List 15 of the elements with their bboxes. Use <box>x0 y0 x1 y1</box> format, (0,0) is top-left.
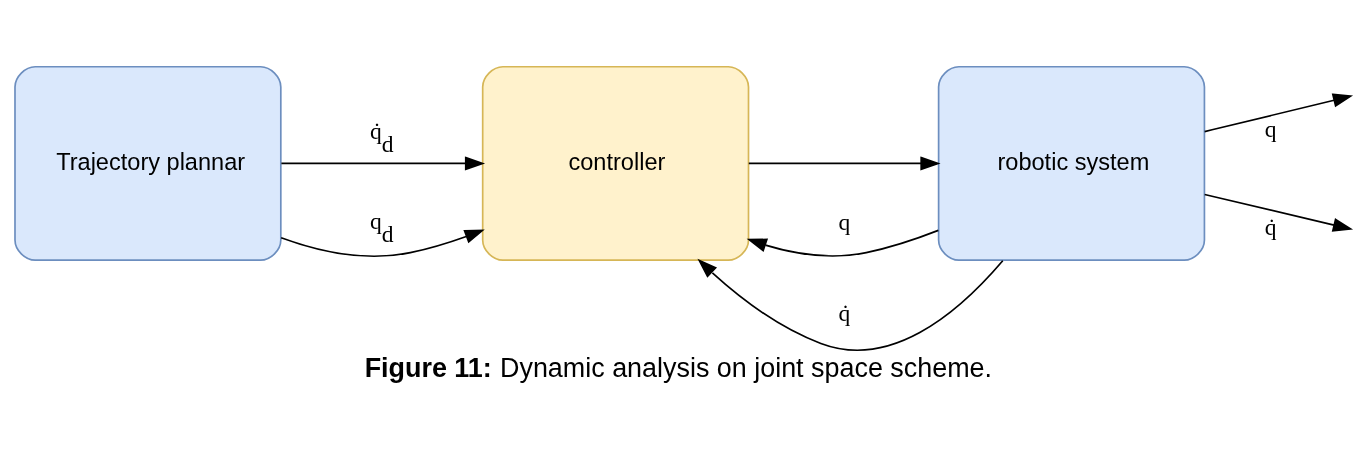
arrow <box>280 156 486 171</box>
node-box: controller <box>481 65 750 262</box>
node-box: robotic system <box>937 65 1206 262</box>
arrow <box>746 229 940 257</box>
edge-label: q̇ <box>838 300 851 327</box>
caption: Figure 11: Dynamic analysis on joint space scheme. <box>364 353 993 384</box>
arrow <box>1203 193 1354 232</box>
edge-label: q̇ <box>1264 214 1277 241</box>
arrow <box>747 156 941 171</box>
arrow <box>697 258 1004 351</box>
arrow <box>280 229 485 258</box>
node-box: Trajectory plannar <box>14 65 282 262</box>
edge-label: q <box>838 209 851 236</box>
arrow <box>1203 93 1354 133</box>
edge-label: q <box>1264 115 1277 142</box>
